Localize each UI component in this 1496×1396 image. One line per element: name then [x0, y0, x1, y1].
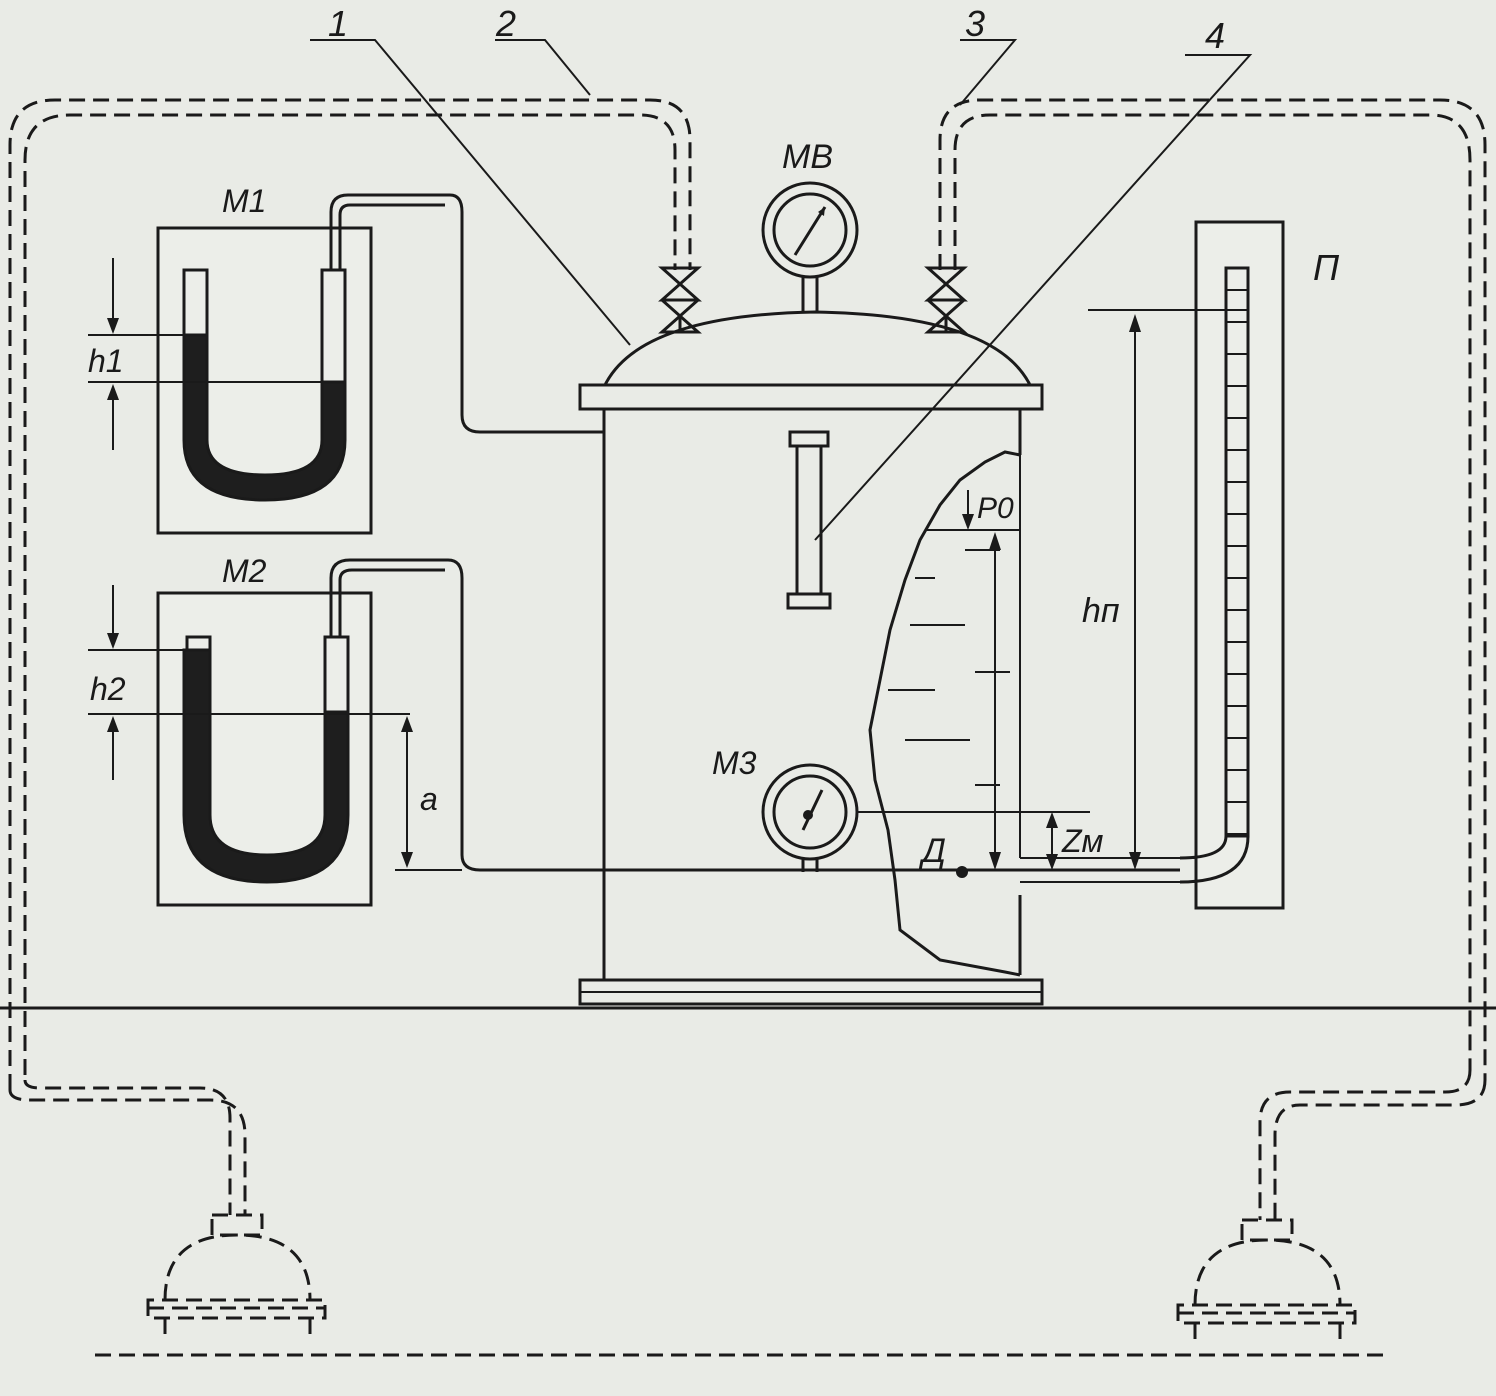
left-pump	[146, 1213, 327, 1340]
callout-leaders	[310, 39, 1253, 541]
p0-label: P0	[977, 492, 1014, 525]
callout-label-3: 3	[965, 3, 985, 44]
tank-bottom-pipe	[604, 455, 1200, 883]
piezometer-p	[1088, 220, 1285, 910]
callout-label-4: 4	[1205, 15, 1225, 56]
manometer-m1-label: M1	[222, 183, 266, 219]
manometer-m2-label: M2	[222, 553, 267, 589]
dimension-hp	[1129, 314, 1141, 870]
zm-label: Zм	[1061, 823, 1104, 859]
right-valve	[924, 266, 968, 334]
manometer-m1	[88, 193, 604, 535]
vacuum-gauge-mb	[761, 181, 859, 312]
dimension-zm	[1046, 812, 1058, 870]
callout-label-1: 1	[328, 3, 348, 44]
pressure-tank	[578, 310, 1044, 1006]
gauge-m3-label: M3	[712, 745, 757, 781]
gauge-mb-label: MB	[782, 138, 833, 176]
dimension-p0-level	[962, 490, 1001, 870]
piezometer-label: П	[1313, 247, 1340, 288]
dashed-pipeline-loop	[8, 98, 1487, 1357]
level-glass	[786, 430, 832, 610]
hp-label: hп	[1082, 592, 1120, 630]
a-label: a	[420, 781, 438, 817]
left-valve	[658, 266, 702, 334]
h2-label: h2	[90, 671, 126, 707]
right-pump	[1176, 1218, 1357, 1345]
manometer-m2	[88, 558, 604, 907]
h1-label: h1	[88, 343, 124, 379]
point-d-label: Д	[918, 832, 946, 870]
callout-label-2: 2	[495, 3, 516, 44]
